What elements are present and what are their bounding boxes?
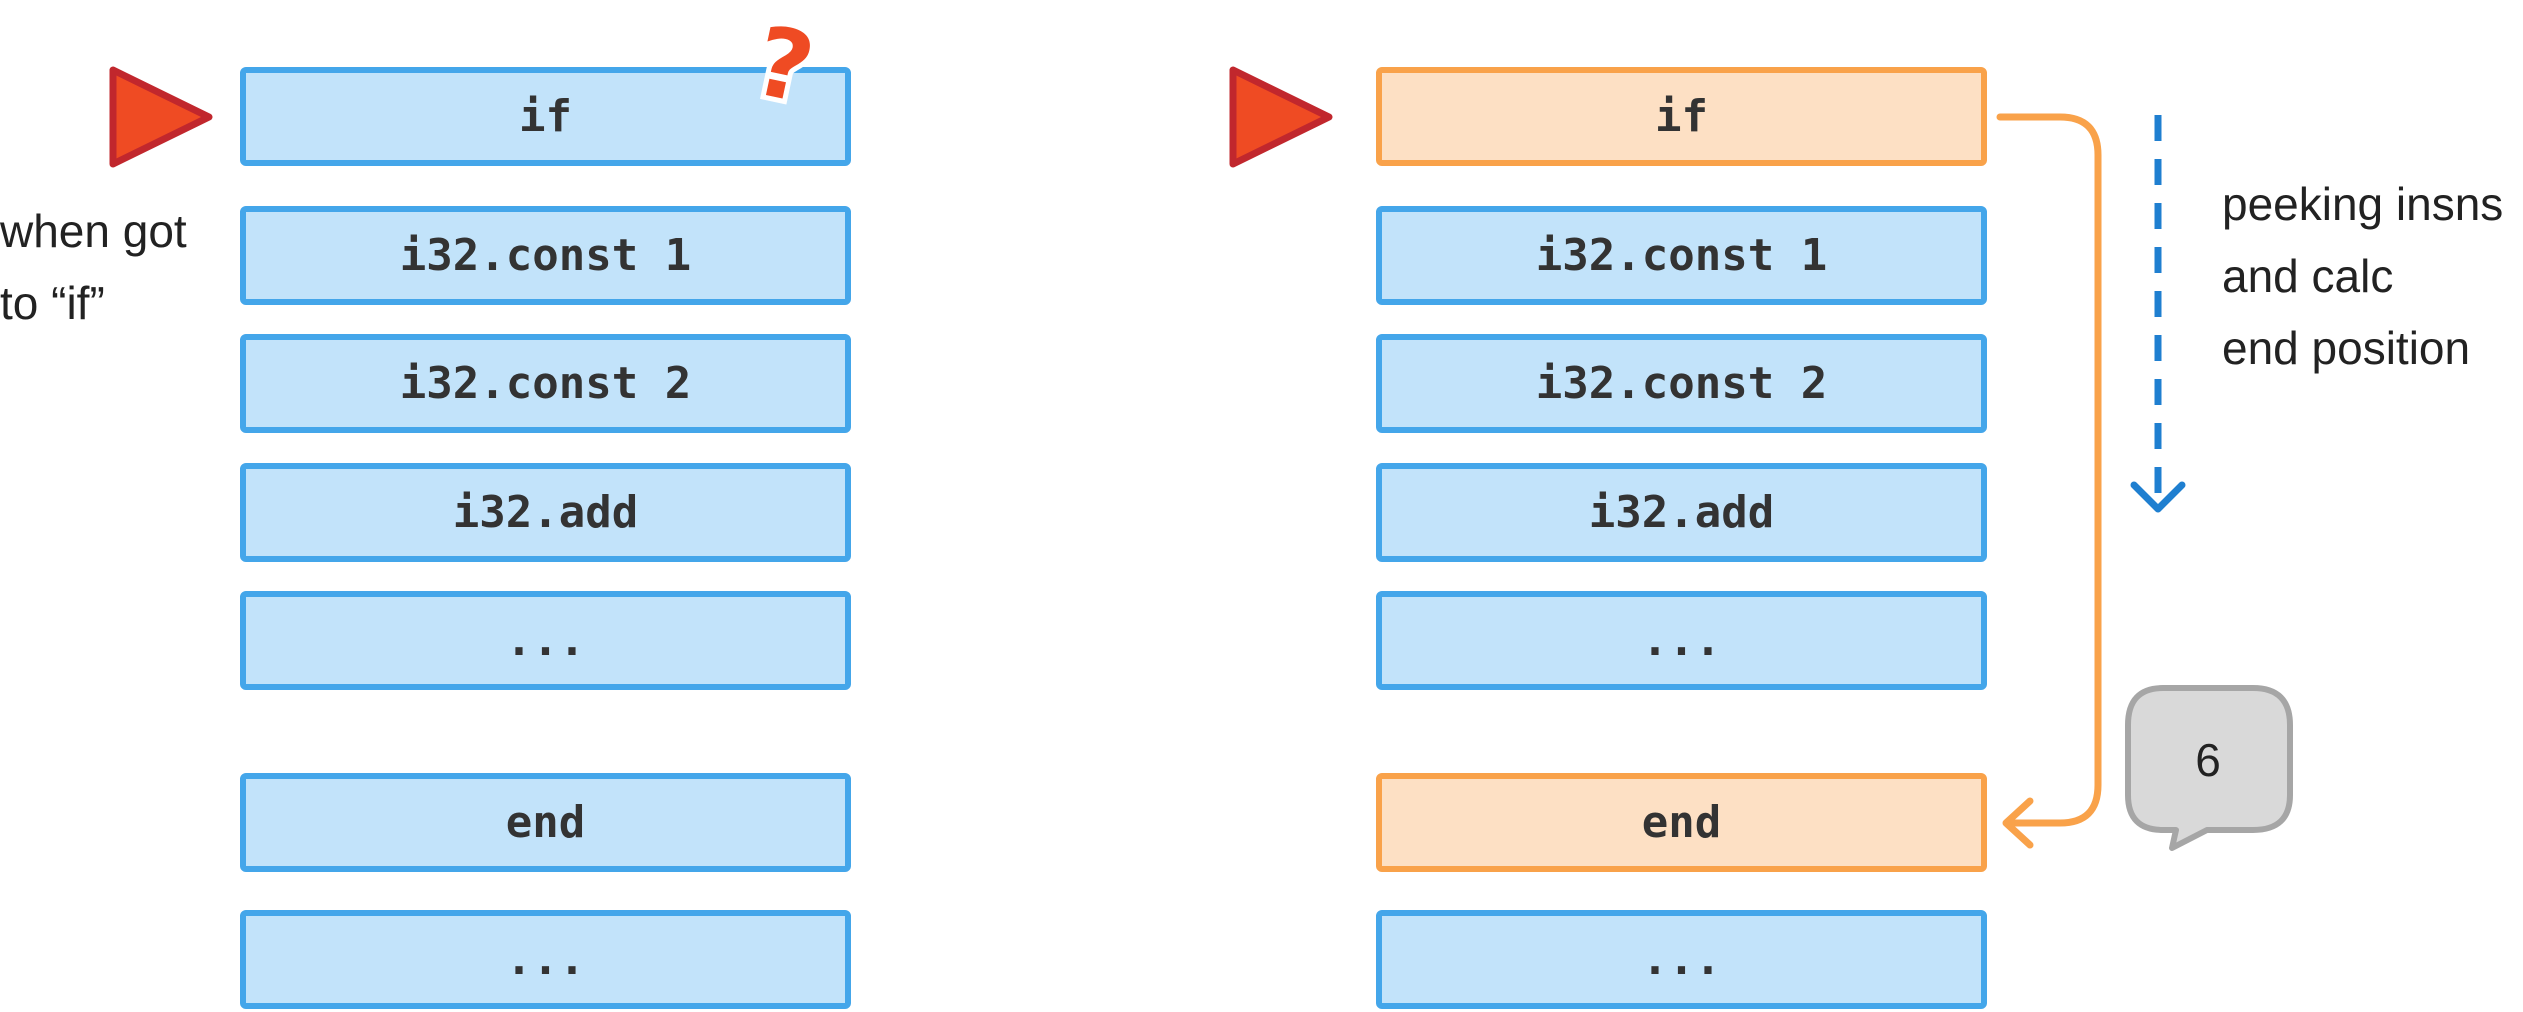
left-annotation-line-1: when got xyxy=(0,205,187,257)
end-position-value: 6 xyxy=(2195,734,2221,786)
speech-bubble-icon xyxy=(2125,685,2293,851)
right-instr-ellipsis-1: ... xyxy=(1376,591,1987,690)
left-instr-add: i32.add xyxy=(240,463,851,562)
left-instr-if: if xyxy=(240,67,851,166)
right-instr-end: end xyxy=(1376,773,1987,872)
left-annotation-line-2: to “if” xyxy=(0,277,105,329)
jump-arrow-icon xyxy=(1996,113,2102,827)
right-annotation-line-3: end position xyxy=(2222,322,2471,374)
right-instr-ellipsis-2: ... xyxy=(1376,910,1987,1009)
right-instr-if: if xyxy=(1376,67,1987,166)
question-mark-icon: ? xyxy=(740,0,828,131)
svg-text:?: ? xyxy=(745,5,823,126)
right-instr-add: i32.add xyxy=(1376,463,1987,562)
left-instr-const-2: i32.const 2 xyxy=(240,334,851,433)
left-instr-ellipsis-1: ... xyxy=(240,591,851,690)
right-instr-const-2: i32.const 2 xyxy=(1376,334,1987,433)
right-instr-const-1: i32.const 1 xyxy=(1376,206,1987,305)
right-annotation-line-2: and calc xyxy=(2222,250,2394,302)
left-instr-const-1: i32.const 1 xyxy=(240,206,851,305)
left-pointer-icon xyxy=(109,66,213,168)
right-pointer-icon xyxy=(1229,66,1333,168)
left-instr-ellipsis-2: ... xyxy=(240,910,851,1009)
right-annotation-line-1: peeking insns xyxy=(2222,178,2504,230)
left-instr-end: end xyxy=(240,773,851,872)
